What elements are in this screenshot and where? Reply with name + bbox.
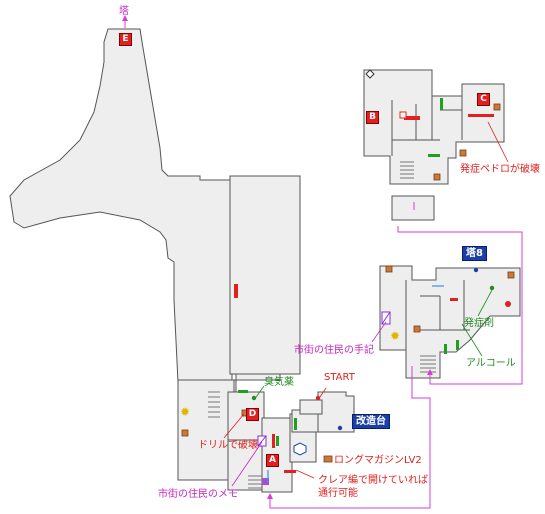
tower8-dot (473, 267, 479, 273)
goal-dot (337, 425, 343, 431)
items (181, 103, 515, 463)
door-green (238, 390, 248, 393)
door-green (444, 344, 447, 354)
tower8-marker: 塔8 (462, 246, 487, 261)
symbols: ✹ ✹ (180, 69, 511, 485)
shuki-label: 臭気薬 (264, 377, 294, 388)
top-right-walls (391, 96, 463, 156)
top-right-building (363, 69, 505, 221)
pedro-label: 発症ペドロが破壊 (460, 164, 540, 175)
crane-label-2: 通行可能 (318, 488, 358, 499)
herb-dot (489, 285, 495, 291)
stairs-mid-right (420, 355, 436, 373)
marker-c: C (477, 93, 490, 106)
crane-label-1: クレア編で開けていれば (318, 475, 428, 486)
connections (122, 15, 523, 509)
marker-b: B (366, 111, 379, 124)
door-green (440, 98, 443, 110)
alcohol-label: アルコール (466, 358, 516, 369)
leaders (223, 121, 509, 487)
mid-right-building (379, 265, 521, 379)
blue-box-icon (293, 442, 307, 456)
tower-label: 塔 (119, 6, 129, 17)
agent-label: 発症剤 (464, 318, 494, 329)
stairs-left (208, 391, 220, 418)
stairs-top-right (400, 161, 414, 179)
diamond-icon (365, 69, 375, 79)
door-red (450, 298, 458, 301)
citizen-note-label: 市街の住民の手記 (294, 345, 374, 356)
door-green (456, 340, 459, 350)
marker-e: E (119, 33, 132, 46)
sun-icon: ✹ (390, 329, 400, 343)
stairs-bottom (248, 475, 262, 489)
drill-label: ドリルで破壊 (198, 440, 258, 451)
marker-d: D (246, 408, 259, 421)
mid-right-walls (405, 280, 470, 350)
file-icon (381, 311, 391, 325)
door-red (284, 470, 296, 473)
start-dot (315, 395, 321, 401)
citizen-memo-label: 市街の住民のメモ (158, 489, 238, 500)
red-item-dot (505, 301, 511, 307)
bottom-rooms (227, 391, 355, 493)
door-green (428, 154, 440, 157)
door-green (294, 418, 297, 430)
long-magazine-label: ロングマガジンLV2 (334, 455, 422, 466)
purple-box-icon (262, 478, 269, 485)
door-red (272, 434, 275, 448)
left-inner-rooms (177, 175, 301, 481)
door-green (276, 436, 279, 446)
door-red (234, 284, 238, 298)
marker-a: A (266, 454, 279, 467)
door-red (404, 116, 420, 120)
file-icon (257, 435, 267, 447)
sun-icon: ✹ (180, 405, 190, 419)
doors (234, 98, 494, 473)
door-red (468, 114, 494, 117)
goal-tower-marker: 改造台 (352, 414, 390, 429)
start-label: START (324, 372, 355, 383)
